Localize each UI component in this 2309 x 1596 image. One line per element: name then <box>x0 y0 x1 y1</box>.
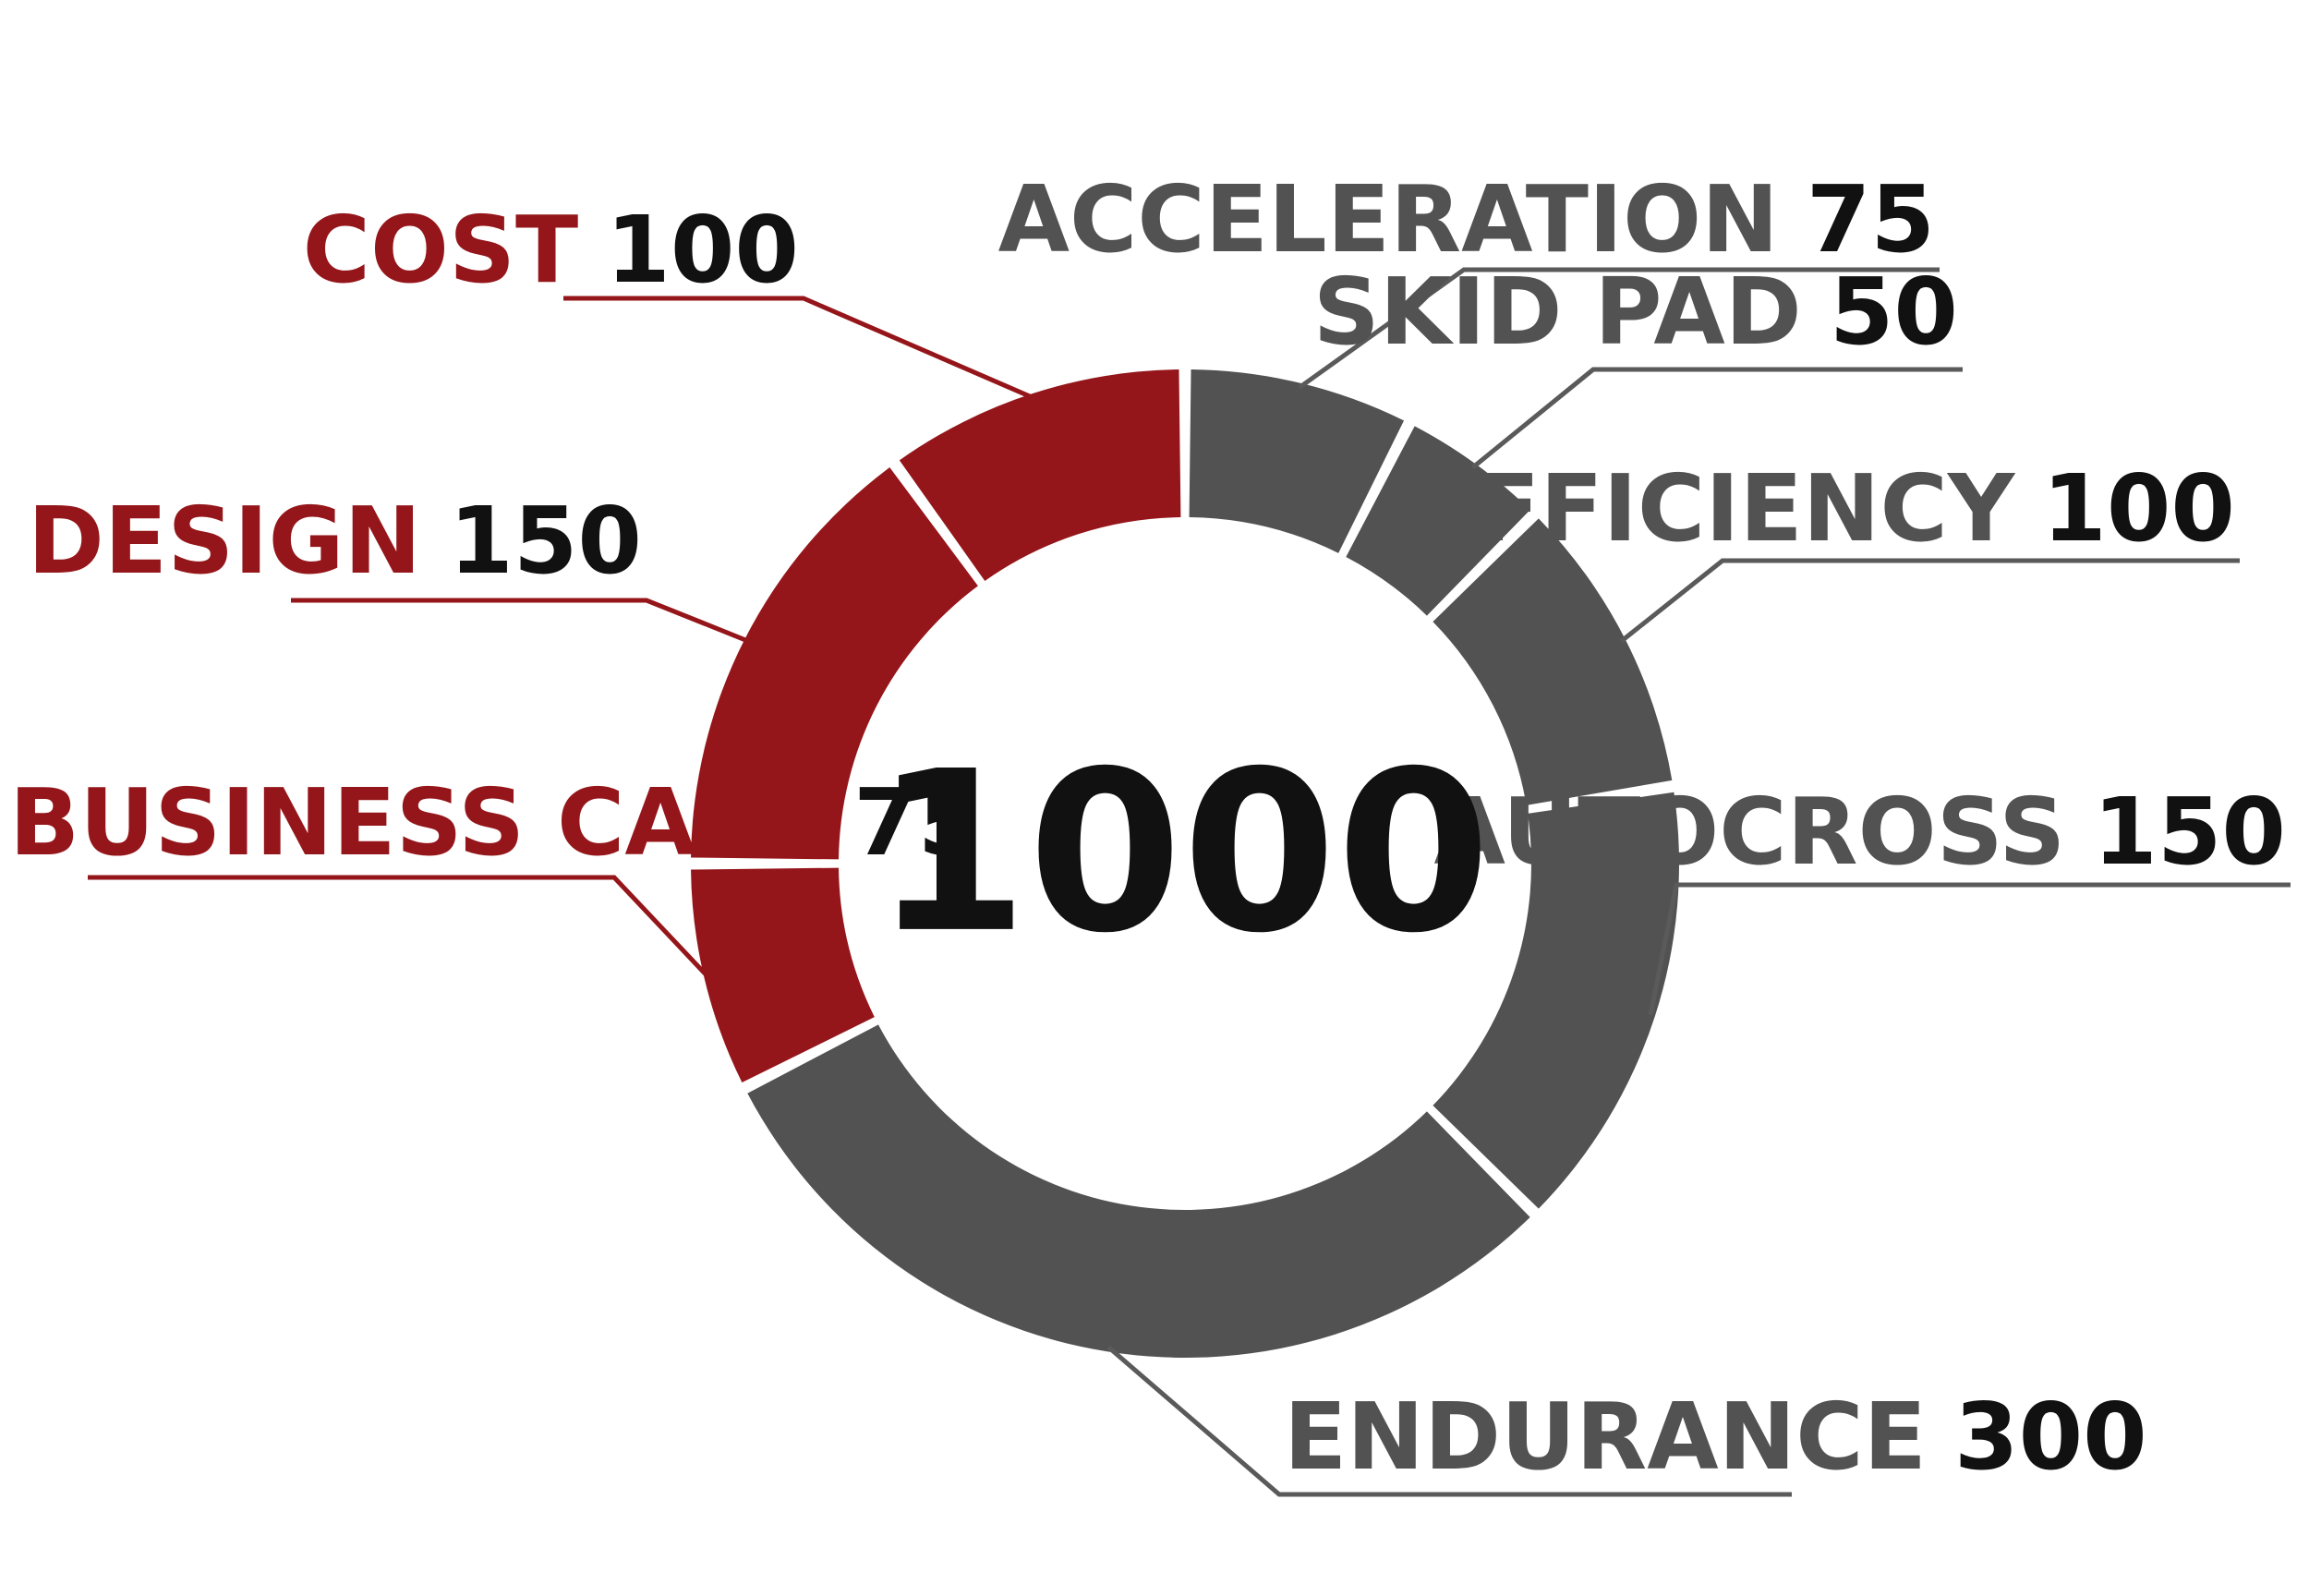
leader-lines <box>88 267 2291 1497</box>
label-name-autocross: AUTOCROSS <box>1434 778 2066 886</box>
label-value-business-case: 75 <box>853 768 982 877</box>
label-value-autocross: 150 <box>2093 778 2286 886</box>
slice-cost <box>899 369 1181 581</box>
label-name-cost: COST <box>303 196 579 304</box>
label-design: DESIGN 150 <box>28 487 642 595</box>
label-acceleration: ACCELERATION 75 <box>998 165 1935 273</box>
label-name-endurance: ENDURANCE <box>1284 1383 1927 1491</box>
leader-line-efficiency <box>1619 558 2240 644</box>
center-total: 1000 <box>874 723 1491 982</box>
slice-business-case <box>691 867 875 1083</box>
slice-acceleration <box>1189 369 1405 553</box>
slice-autocross <box>1433 792 1679 1209</box>
donut-slices <box>691 369 1679 1359</box>
slice-skid-pad <box>1346 426 1530 616</box>
label-name-efficiency: EFFICIENCY <box>1414 454 2016 562</box>
label-value-acceleration: 75 <box>1807 165 1935 273</box>
leader-line-business-case <box>88 875 711 980</box>
label-value-efficiency: 100 <box>2042 454 2235 562</box>
label-name-business-case: BUSINESS CASE <box>9 768 826 877</box>
leader-line-cost <box>563 296 1035 401</box>
leader-line-design <box>291 598 750 644</box>
leader-line-autocross <box>1648 882 2291 1016</box>
label-name-design: DESIGN <box>28 487 421 595</box>
label-value-endurance: 300 <box>1954 1383 2147 1491</box>
label-value-cost: 100 <box>606 196 799 304</box>
slice-efficiency <box>1433 518 1673 805</box>
slice-design <box>691 467 978 860</box>
label-skid-pad: SKID PAD 50 <box>1313 258 1958 366</box>
label-value-design: 150 <box>449 487 642 595</box>
label-name-skid-pad: SKID PAD <box>1313 258 1802 366</box>
leader-line-skid-pad <box>1470 367 1963 470</box>
leader-line-endurance <box>1106 1345 1792 1497</box>
leader-line-acceleration <box>1298 267 1940 390</box>
slice-endurance <box>747 1024 1530 1359</box>
label-value-skid-pad: 50 <box>1830 258 1958 366</box>
label-name-acceleration: ACCELERATION <box>998 165 1779 273</box>
